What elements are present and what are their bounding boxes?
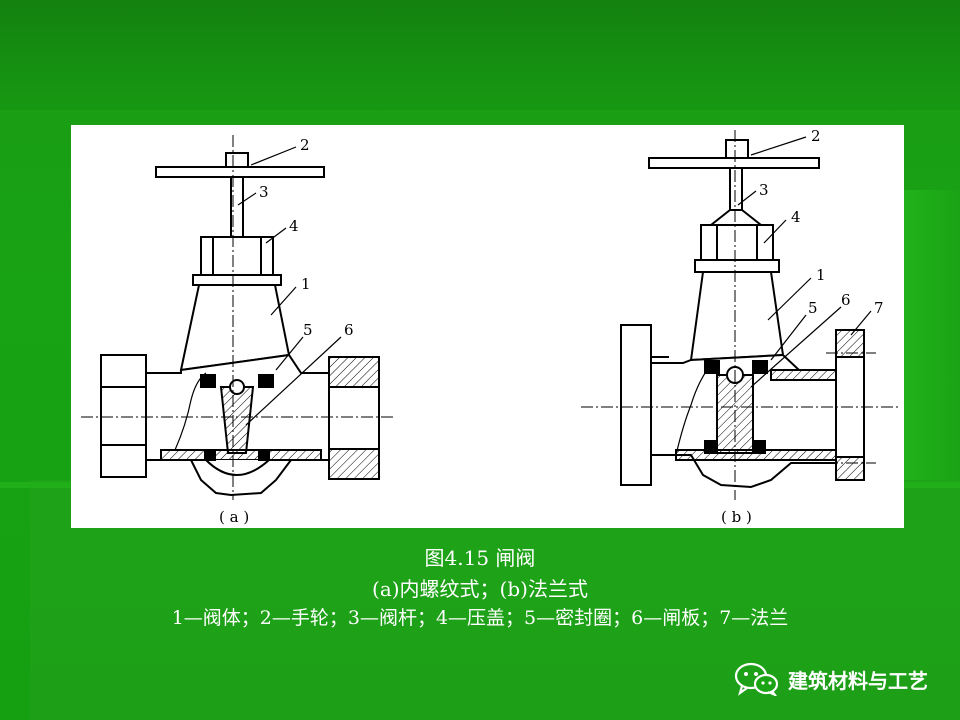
background-top: [0, 0, 960, 110]
num-b-7: 7: [874, 299, 884, 317]
num-a-3: 3: [259, 183, 269, 201]
figure-title: 图4.15 闸阀: [424, 546, 536, 570]
num-a-5: 5: [303, 321, 313, 339]
brand-text: 建筑材料与工艺: [788, 668, 928, 693]
num-b-4: 4: [791, 208, 801, 226]
background-bar-right: [898, 190, 960, 500]
valve-b: [620, 136, 872, 489]
num-b-3: 3: [759, 181, 769, 199]
gate-valve-drawing: 2 3 4 1 5 6 ( a ): [81, 127, 901, 526]
num-a-1: 1: [301, 275, 311, 293]
figure-subtitle: (a)内螺纹式；(b)法兰式: [372, 577, 588, 601]
centerlines-a: [81, 135, 396, 500]
panel-b-label: ( b ): [721, 508, 752, 526]
valve-a: [100, 146, 380, 497]
figure-legend: 1—阀体；2—手轮；3—阀杆；4—压盖；5—密封圈；6—闸板；7—法兰: [171, 607, 789, 629]
panel-a-label: ( a ): [219, 508, 249, 526]
gate-valve-figure: 2 3 4 1 5 6 ( a ): [71, 125, 904, 528]
num-b-5: 5: [808, 299, 818, 317]
num-a-6: 6: [344, 321, 354, 339]
part-numbers-b: 2 3 4 1 5 6 7: [759, 127, 884, 317]
num-b-6: 6: [841, 291, 851, 309]
num-b-1: 1: [816, 266, 826, 284]
num-a-2: 2: [300, 136, 310, 154]
brand-watermark: 建筑材料与工艺: [734, 662, 928, 696]
num-a-4: 4: [289, 217, 299, 235]
part-numbers-a: 2 3 4 1 5 6: [259, 136, 354, 339]
wechat-icon: [734, 662, 779, 696]
num-b-2: 2: [811, 127, 821, 145]
centerlines-b: [581, 130, 901, 500]
